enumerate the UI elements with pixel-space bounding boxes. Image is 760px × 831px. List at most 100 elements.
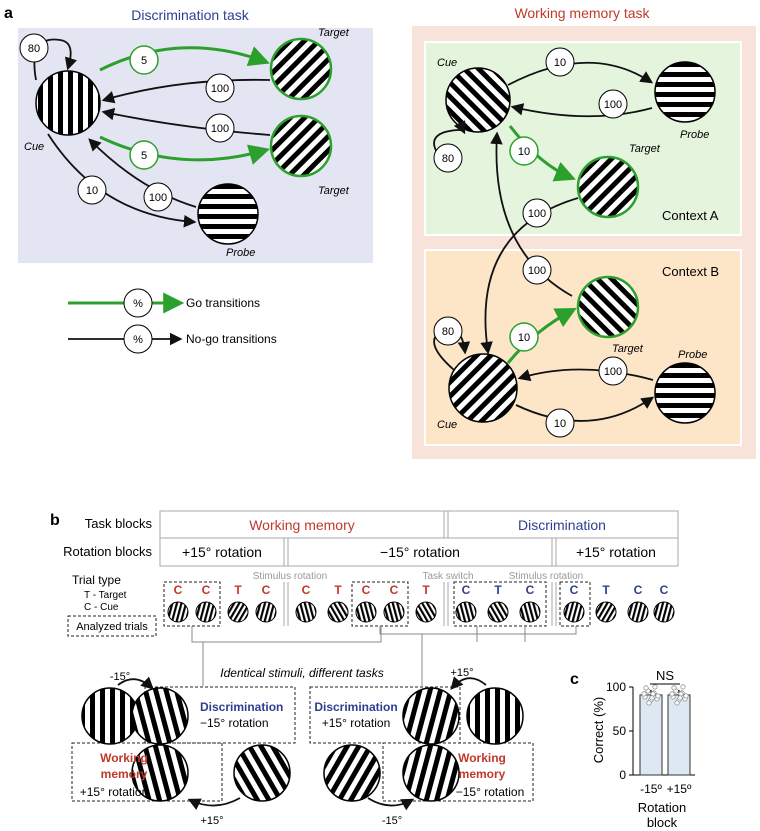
- ctxA-target-grating: [576, 155, 640, 219]
- wm-title: Working memory task: [514, 5, 650, 21]
- trial-letter-6: C: [362, 583, 371, 597]
- disc-badge-back1: 100: [205, 73, 235, 103]
- trial-grating-1: [195, 601, 217, 623]
- trial-grating-5: [327, 601, 349, 623]
- ctxB-probe-label: Probe: [678, 349, 707, 361]
- panel-c-label: c: [570, 671, 579, 688]
- svg-text:−15° rotation: −15° rotation: [456, 785, 525, 799]
- disc-badge-loop: 80: [19, 33, 49, 63]
- block-separators: [283, 582, 557, 626]
- task-block-working-memory: Working memory: [249, 517, 355, 533]
- ctxB-to-A-arrow: [490, 131, 573, 297]
- trial-letter-12: C: [570, 583, 579, 597]
- trial-letter-2: T: [234, 583, 242, 597]
- legend-nogo-symbol: %: [133, 334, 143, 346]
- disc-badge-go1: 5: [129, 45, 159, 75]
- trial-key-target: T - Target: [84, 590, 127, 601]
- ctxA-to-B-arrow: [480, 197, 579, 355]
- data-point-1-9: [669, 691, 675, 697]
- x-tick-label-0: -15º: [640, 782, 662, 796]
- ctxA-back-probe-arrow: [510, 103, 653, 118]
- ctxB-badge-probe: 10: [545, 408, 575, 438]
- ctxA-badge-loop: 80: [433, 143, 463, 173]
- svg-text:memory: memory: [101, 767, 148, 781]
- trial-letter-14: C: [634, 583, 643, 597]
- svg-text:10: 10: [518, 332, 530, 344]
- ctxB-badge-go: 10: [509, 322, 539, 352]
- y-tick-label-1: 50: [613, 724, 627, 738]
- bar-1: [667, 694, 691, 776]
- disc-badge-probe: 10: [77, 175, 107, 205]
- data-point-1-11: [677, 695, 683, 701]
- panel-c-ylabel: Correct (%): [591, 697, 606, 763]
- disc-probe-label: Probe: [226, 247, 255, 259]
- rotation-block-2: −15° rotation: [380, 544, 460, 560]
- svg-text:Discrimination: Discrimination: [314, 700, 397, 714]
- trial-letter-10: T: [494, 583, 502, 597]
- context-a-label: Context A: [662, 208, 719, 223]
- svg-text:10: 10: [518, 146, 530, 158]
- trial-grating-8: [415, 601, 437, 623]
- left-comparison-group: -15° +15° Discrimination −15° rotation W…: [71, 671, 296, 827]
- task-block-table: [159, 510, 679, 567]
- ctxB-cue-label: Cue: [437, 419, 457, 431]
- trial-grating-7: [383, 601, 405, 623]
- ctxB-back-probe-arrow: [517, 368, 654, 382]
- svg-text:80: 80: [442, 153, 454, 165]
- data-point-1-6: [680, 684, 686, 690]
- trial-grating-3: [255, 601, 277, 623]
- data-point-1-7: [674, 700, 680, 706]
- trial-letter-7: C: [390, 583, 399, 597]
- svg-text:10: 10: [554, 57, 566, 69]
- disc-probe-arrow: [47, 133, 197, 228]
- trial-grating-10: [487, 601, 509, 623]
- trial-grating-0: [167, 601, 189, 623]
- x-tick-label-1: +15º: [667, 782, 692, 796]
- data-point-0-6: [652, 684, 658, 690]
- working-memory-task: Working memory task Context A Context B …: [412, 5, 756, 459]
- data-point-0-10: [655, 693, 661, 699]
- trial-letter-0: C: [174, 583, 183, 597]
- data-point-0-9: [641, 691, 647, 697]
- disc-cue-grating: [35, 70, 101, 136]
- ctxB-target-label: Target: [612, 343, 644, 355]
- data-point-0-11: [649, 695, 655, 701]
- svg-text:Working: Working: [458, 751, 506, 765]
- disc-back-arrow-2: [101, 107, 271, 136]
- ctxB-target-grating: [576, 275, 640, 339]
- annot-stimulus-rotation-1: Stimulus rotation: [253, 571, 327, 582]
- ctxA-badge-back: 100: [598, 89, 628, 119]
- left-ref-vertical-grating: [81, 687, 139, 745]
- trial-grating-13: [595, 601, 617, 623]
- svg-text:+15° rotation: +15° rotation: [80, 785, 149, 799]
- svg-text:100: 100: [149, 192, 167, 204]
- discrimination-task: Discrimination task Cue Target Target Pr…: [18, 7, 373, 263]
- ctxA-badge-target: 100: [522, 198, 552, 228]
- analyzed-trials-label: Analyzed trials: [76, 621, 148, 633]
- disc-go-arrow-2: [99, 135, 271, 165]
- y-tick-label-2: 100: [606, 680, 626, 694]
- svg-text:80: 80: [28, 43, 40, 55]
- trial-letter-5: T: [334, 583, 342, 597]
- disc-badge-back2: 100: [205, 113, 235, 143]
- transition-legend: % Go transitions % No-go transitions: [68, 288, 277, 354]
- disc-target2-label: Target: [318, 185, 350, 197]
- identical-stimuli-label: Identical stimuli, different tasks: [220, 666, 383, 680]
- panel-c-xlabel-2: block: [647, 815, 678, 830]
- bar-0: [639, 694, 663, 776]
- svg-text:-15°: -15°: [382, 815, 402, 827]
- svg-text:+15° rotation: +15° rotation: [322, 716, 391, 730]
- disc-cue-label: Cue: [24, 141, 44, 153]
- rotation-block-3: +15° rotation: [576, 544, 656, 560]
- trial-letter-15: C: [660, 583, 669, 597]
- left-ref-diagonal-grating: [233, 744, 291, 802]
- annot-stimulus-rotation-2: Stimulus rotation: [509, 571, 583, 582]
- svg-text:+15°: +15°: [200, 815, 223, 827]
- rotation-blocks-label: Rotation blocks: [63, 544, 152, 559]
- connector-lines: [191, 626, 577, 686]
- svg-text:100: 100: [604, 99, 622, 111]
- ctxA-probe-arrow: [507, 61, 654, 86]
- disc-target2-grating: [269, 114, 333, 178]
